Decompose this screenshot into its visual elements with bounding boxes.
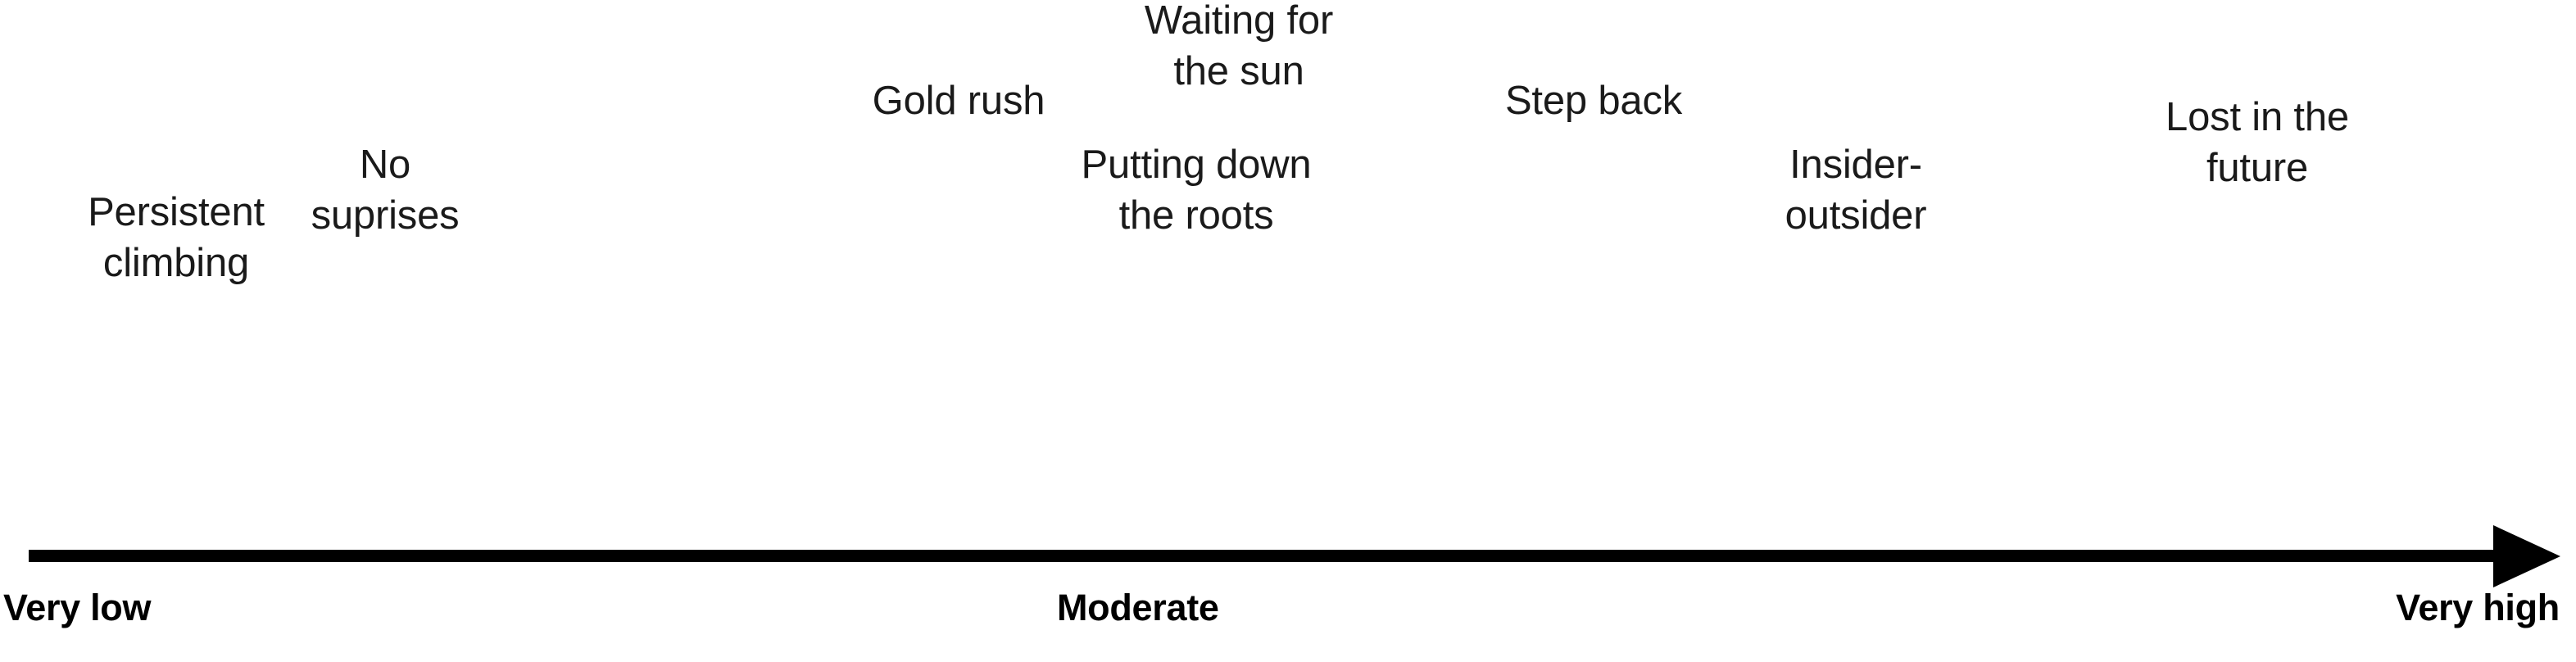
axis-label-moderate: Moderate — [1057, 587, 1219, 628]
scenario-label-lost-in-the-future: Lost in the future — [2166, 95, 2349, 190]
scenario-label-putting-down-the-roots: Putting down the roots — [1081, 143, 1312, 238]
axis-line — [29, 550, 2498, 562]
scenario-label-no-suprises: No suprises — [311, 143, 460, 238]
scenario-label-step-back: Step back — [1504, 79, 1683, 123]
axis-arrowhead-icon — [2493, 525, 2560, 587]
axis-label-very-low: Very low — [3, 587, 152, 628]
axis-label-very-high: Very high — [2396, 587, 2560, 628]
scenario-label-gold-rush: Gold rush — [872, 79, 1045, 123]
scenario-label-insider-outsider: Insider- outsider — [1785, 143, 1927, 238]
scenario-label-persistent-climbing: Persistent climbing — [88, 190, 265, 285]
scenario-label-waiting-for-the-sun: Waiting for the sun — [1144, 0, 1334, 93]
